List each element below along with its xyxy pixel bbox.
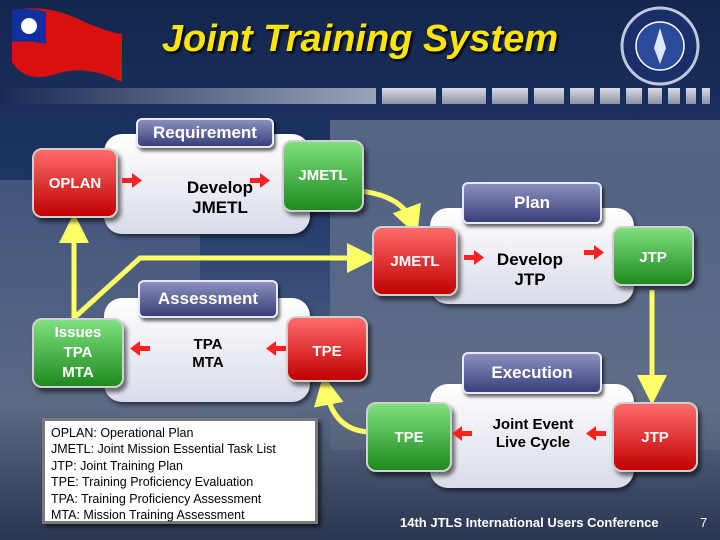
red-arrow-develop-jmetl (250, 173, 270, 188)
assessment-text: TPA MTA (150, 336, 266, 372)
footer-text: 14th JTLS International Users Conference (400, 515, 659, 530)
plan-text-line2: JTP (514, 270, 546, 289)
red-arrow-tpe-tpa (266, 341, 286, 356)
issues-box: Issues TPA MTA (32, 318, 124, 388)
execution-text-line2: Live Cycle (495, 434, 571, 451)
plan-text-line1: Develop (496, 250, 564, 269)
red-arrow-tpa-issues (130, 341, 150, 356)
assessment-header: Assessment (138, 280, 278, 318)
plan-text: Develop JTP (462, 250, 598, 290)
flow-arrow-issues-jmetl (72, 243, 377, 320)
tpe-assess-box: TPE (286, 316, 368, 382)
red-arrow-event-tpe (452, 426, 472, 441)
red-arrow-jmetl-develop (464, 250, 484, 265)
red-arrow-develop-jtp (584, 245, 604, 260)
page-title: Joint Training System (161, 18, 559, 60)
oplan-box: OPLAN (32, 148, 118, 218)
legend-item: TPA: Training Proficiency Assessment (51, 491, 262, 506)
requirement-text: Develop JMETL (150, 178, 290, 218)
issues-line3: MTA (62, 364, 94, 381)
assessment-text-line2: MTA (192, 354, 224, 371)
requirement-text-line1: Develop (186, 178, 254, 197)
execution-header: Execution (462, 352, 602, 394)
emblem-icon (620, 6, 700, 86)
page-number: 7 (700, 515, 708, 530)
requirement-panel (104, 134, 310, 234)
legend-box: OPLAN: Operational Plan JMETL: Joint Mis… (42, 418, 318, 524)
legend-item: MTA: Mission Training Assessment (51, 508, 245, 523)
requirement-header: Requirement (136, 118, 274, 148)
flag-icon (12, 8, 122, 83)
tpe-exec-box: TPE (366, 402, 452, 472)
flow-arrow-tpe (314, 375, 373, 435)
assessment-text-line1: TPA (193, 336, 223, 353)
jmetl-mid-box: JMETL (372, 226, 458, 296)
jtp-exec-box: JTP (612, 402, 698, 472)
red-arrow-oplan-develop (122, 173, 142, 188)
issues-line2: TPA (63, 344, 93, 361)
plan-header: Plan (462, 182, 602, 224)
jtp-plan-box: JTP (612, 226, 694, 286)
legend-item: JMETL: Joint Mission Essential Task List (51, 442, 276, 457)
legend-item: JTP: Joint Training Plan (51, 458, 184, 473)
legend-item: OPLAN: Operational Plan (51, 426, 194, 440)
execution-text: Joint Event Live Cycle (470, 416, 596, 452)
issues-line1: Issues (54, 324, 102, 341)
jmetl-top-box: JMETL (282, 140, 364, 212)
red-arrow-jtp-event (586, 426, 606, 441)
legend-item: TPE: Training Proficiency Evaluation (51, 475, 254, 490)
requirement-text-line2: JMETL (192, 198, 248, 217)
execution-text-line1: Joint Event (492, 416, 574, 433)
header-stripe (0, 88, 720, 104)
